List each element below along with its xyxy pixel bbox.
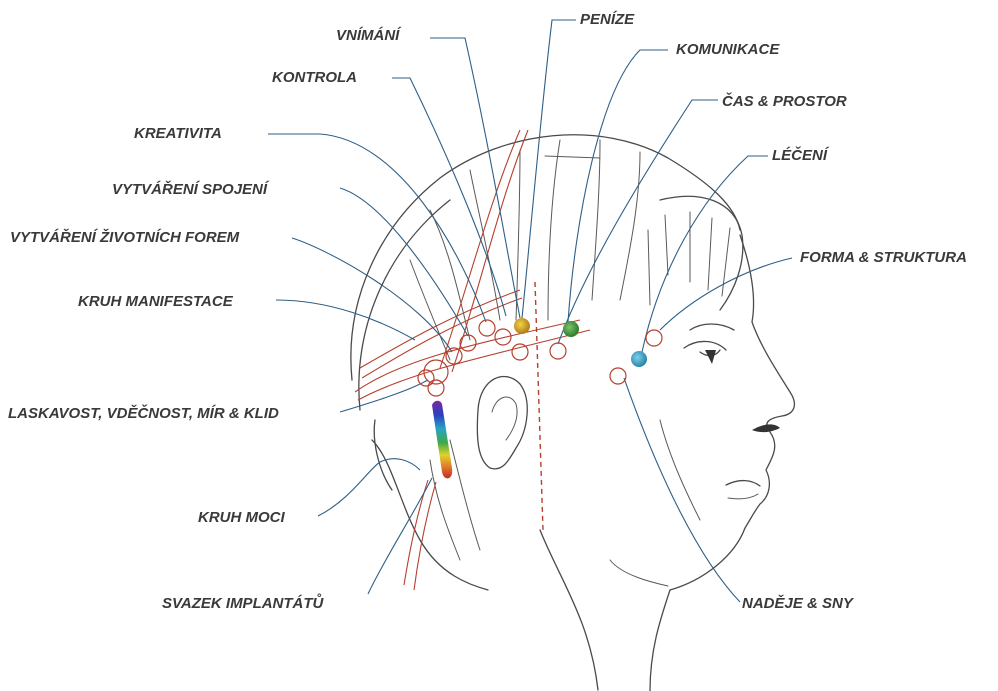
point-penize (512, 344, 528, 360)
label-vytvareni-zivotnich-forem: VYTVÁŘENÍ ŽIVOTNÍCH FOREM (10, 228, 240, 246)
point-vytvareni-spojeni (460, 335, 476, 351)
point-kreativita (495, 329, 511, 345)
leader-leceni (642, 156, 768, 352)
label-nadeje-sny: NADĚJE & SNY (742, 594, 855, 612)
point-vnimani (514, 318, 530, 334)
point-forma-struktura (646, 330, 662, 346)
label-kontrola: KONTROLA (272, 69, 357, 86)
neck (540, 530, 598, 690)
head-sketch (351, 135, 795, 691)
point-vytvareni-zivotnich-forem (446, 348, 462, 364)
leader-vytvareni-spojeni (340, 188, 468, 336)
leader-vnimani (430, 38, 520, 318)
point-nadeje-sny (610, 368, 626, 384)
eye (684, 341, 726, 350)
point-leceni (631, 351, 647, 367)
leader-komunikace (568, 50, 668, 322)
point-cas-prostor (550, 343, 566, 359)
circle-laskavost-2 (428, 380, 444, 396)
lips (726, 481, 760, 486)
label-kruh-moci: KRUH MOCI (198, 509, 285, 526)
red-markings (355, 130, 590, 590)
label-vytvareni-spojeni: VYTVÁŘENÍ SPOJENÍ (112, 180, 270, 198)
ear (477, 376, 527, 468)
leader-forma-struktura (660, 258, 792, 330)
label-kreativita: KREATIVITA (134, 125, 222, 142)
vertical-dashed-line (535, 282, 543, 530)
label-komunikace: KOMUNIKACE (676, 41, 780, 58)
leader-vytvareni-zivotnich-forem (292, 238, 452, 352)
label-svazek-implantatu: SVAZEK IMPLANTÁTŮ (162, 593, 325, 612)
label-laskavost: LASKAVOST, VDĚČNOST, MÍR & KLID (8, 404, 279, 422)
fringe (660, 196, 743, 310)
face-profile (670, 235, 794, 590)
label-kruh-manifestace: KRUH MANIFESTACE (78, 293, 234, 310)
point-kontrola (479, 320, 495, 336)
label-vnimani: VNÍMÁNÍ (336, 27, 402, 44)
point-komunikace (563, 321, 579, 337)
label-penize: PENÍZE (580, 11, 635, 28)
label-leceni: LÉČENÍ (772, 146, 830, 164)
leader-lines (268, 20, 792, 602)
leader-kontrola (392, 78, 506, 316)
label-cas-prostor: ČAS & PROSTOR (722, 92, 847, 110)
leader-kruh-manifestace (276, 300, 415, 340)
nostril (752, 424, 780, 432)
hair-outline (351, 135, 740, 380)
leader-nadeje-sny (624, 378, 740, 602)
label-forma-struktura: FORMA & STRUKTURA (800, 249, 967, 266)
leader-kreativita (268, 134, 486, 322)
leader-laskavost (340, 380, 428, 412)
implant-bundle (432, 401, 452, 479)
